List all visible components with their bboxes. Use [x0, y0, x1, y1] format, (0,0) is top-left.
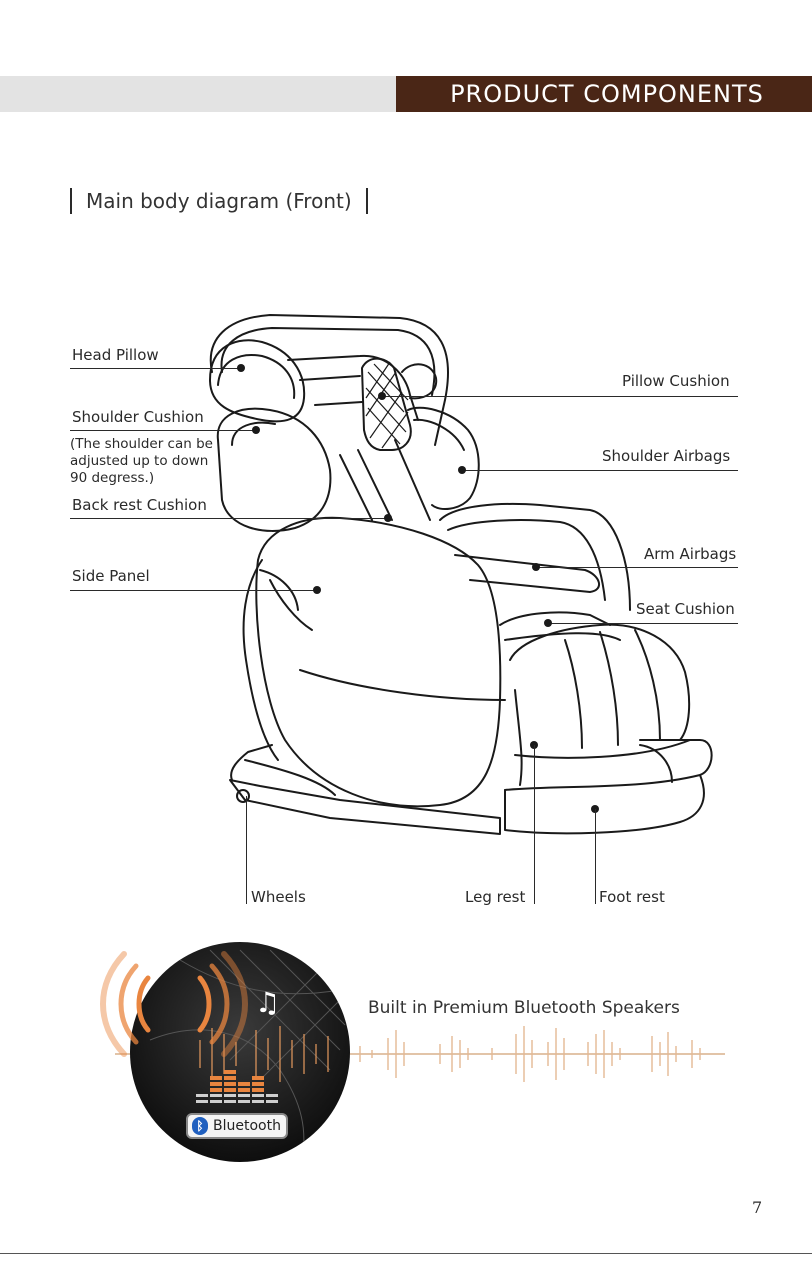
dot-seat-cushion [544, 619, 552, 627]
bluetooth-icon: ᛒ [192, 1117, 208, 1135]
label-back-rest-cushion: Back rest Cushion [72, 496, 207, 514]
leader-arm-airbags [536, 567, 738, 568]
leader-foot-rest [595, 809, 596, 904]
bluetooth-speaker-graphic: ♫ [0, 930, 812, 1190]
shoulder-adjustment-note: (The shoulder can be adjusted up to down… [70, 436, 220, 487]
dot-shoulder-airbags [458, 466, 466, 474]
leader-wheels [246, 796, 247, 904]
label-foot-rest: Foot rest [599, 888, 665, 906]
leader-back-rest-cushion [70, 518, 388, 519]
leader-shoulder-cushion [70, 430, 256, 431]
label-wheels: Wheels [251, 888, 306, 906]
dot-arm-airbags [532, 563, 540, 571]
leader-head-pillow [70, 368, 242, 369]
leader-pillow-cushion [382, 396, 738, 397]
dot-side-panel [313, 586, 321, 594]
label-shoulder-airbags: Shoulder Airbags [602, 447, 730, 465]
leader-leg-rest [534, 745, 535, 904]
label-shoulder-cushion: Shoulder Cushion [72, 408, 204, 426]
bluetooth-badge: ᛒ Bluetooth [186, 1113, 288, 1139]
footer-rule [0, 1253, 812, 1254]
bluetooth-caption: Built in Premium Bluetooth Speakers [368, 998, 680, 1018]
leader-seat-cushion [548, 623, 738, 624]
label-leg-rest: Leg rest [465, 888, 525, 906]
page-number: 7 [752, 1198, 762, 1217]
label-side-panel: Side Panel [72, 567, 150, 585]
dot-pillow-cushion [378, 392, 386, 400]
music-note-icon: ♫ [255, 986, 280, 1019]
leader-shoulder-airbags [462, 470, 738, 471]
bluetooth-badge-label: Bluetooth [213, 1118, 281, 1134]
dot-shoulder-cushion [252, 426, 260, 434]
dot-back-rest-cushion [384, 514, 392, 522]
dot-head-pillow [237, 364, 245, 372]
label-seat-cushion: Seat Cushion [636, 600, 735, 618]
leader-side-panel [70, 590, 318, 591]
label-arm-airbags: Arm Airbags [644, 545, 736, 563]
label-pillow-cushion: Pillow Cushion [622, 372, 730, 390]
svg-text:♫: ♫ [255, 986, 280, 1019]
label-head-pillow: Head Pillow [72, 346, 159, 364]
